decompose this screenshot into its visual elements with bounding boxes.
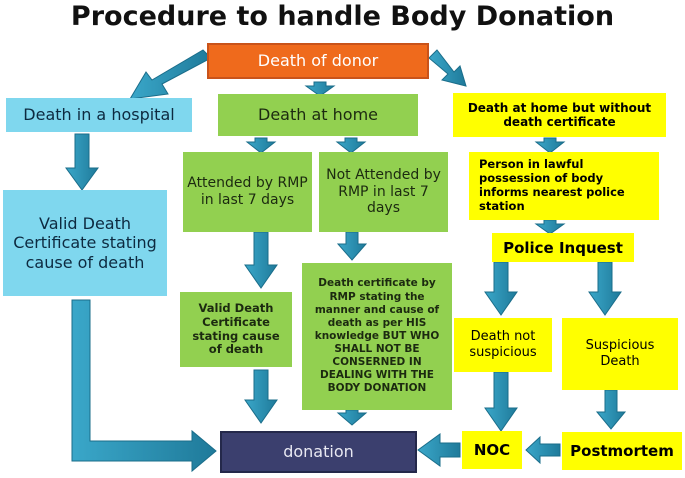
arrow-hospital-to-valid — [65, 133, 99, 191]
arrow-inquest-to-notsuspicious — [484, 261, 518, 316]
arrow-rmpcert-to-donation — [336, 409, 368, 426]
node-police-inquest: Police Inquest — [492, 233, 634, 262]
node-donation: donation — [220, 431, 417, 473]
arrow-notsuspicious-to-noc — [484, 371, 518, 432]
node-person-informs-police: Person in lawful possession of body info… — [469, 152, 659, 220]
arrow-nocert-to-informs — [534, 137, 566, 154]
arrow-attended-to-validhome — [244, 231, 278, 289]
arrow-hospitalvalid-to-donation — [71, 299, 217, 473]
node-valid-certificate-hospital: Valid Death Certificate stating cause of… — [3, 190, 167, 296]
arrow-suspicious-to-postmortem — [595, 389, 627, 430]
node-noc: NOC — [462, 431, 522, 469]
node-death-not-suspicious: Death not suspicious — [454, 318, 552, 372]
arrow-donor-to-nocert — [428, 49, 467, 87]
node-death-at-home: Death at home — [218, 94, 418, 136]
node-death-without-certificate: Death at home but without death certific… — [453, 93, 666, 137]
node-death-of-donor: Death of donor — [207, 43, 429, 79]
arrow-validhome-to-donation — [244, 369, 278, 424]
node-valid-certificate-home: Valid Death Certificate stating cause of… — [180, 292, 292, 367]
node-not-attended-rmp: Not Attended by RMP in last 7 days — [319, 152, 448, 232]
arrow-notattended-to-rmpcert — [336, 231, 368, 261]
node-suspicious-death: Suspicious Death — [562, 318, 678, 390]
arrow-informs-to-inquest — [534, 219, 566, 235]
arrow-donor-to-home — [304, 81, 336, 97]
node-rmp-certificate: Death certificate by RMP stating the man… — [302, 263, 452, 410]
arrow-home-to-attended — [245, 137, 277, 154]
arrow-postmortem-to-noc — [525, 435, 561, 465]
arrow-noc-to-donation — [417, 433, 461, 467]
arrow-inquest-to-suspicious — [588, 261, 622, 316]
node-attended-rmp: Attended by RMP in last 7 days — [183, 152, 312, 232]
arrow-home-to-notattended — [335, 137, 367, 154]
node-death-in-hospital: Death in a hospital — [6, 98, 192, 132]
diagram-title: Procedure to handle Body Donation — [70, 1, 615, 32]
arrow-donor-to-hospital — [129, 49, 212, 100]
node-postmortem: Postmortem — [562, 432, 682, 470]
